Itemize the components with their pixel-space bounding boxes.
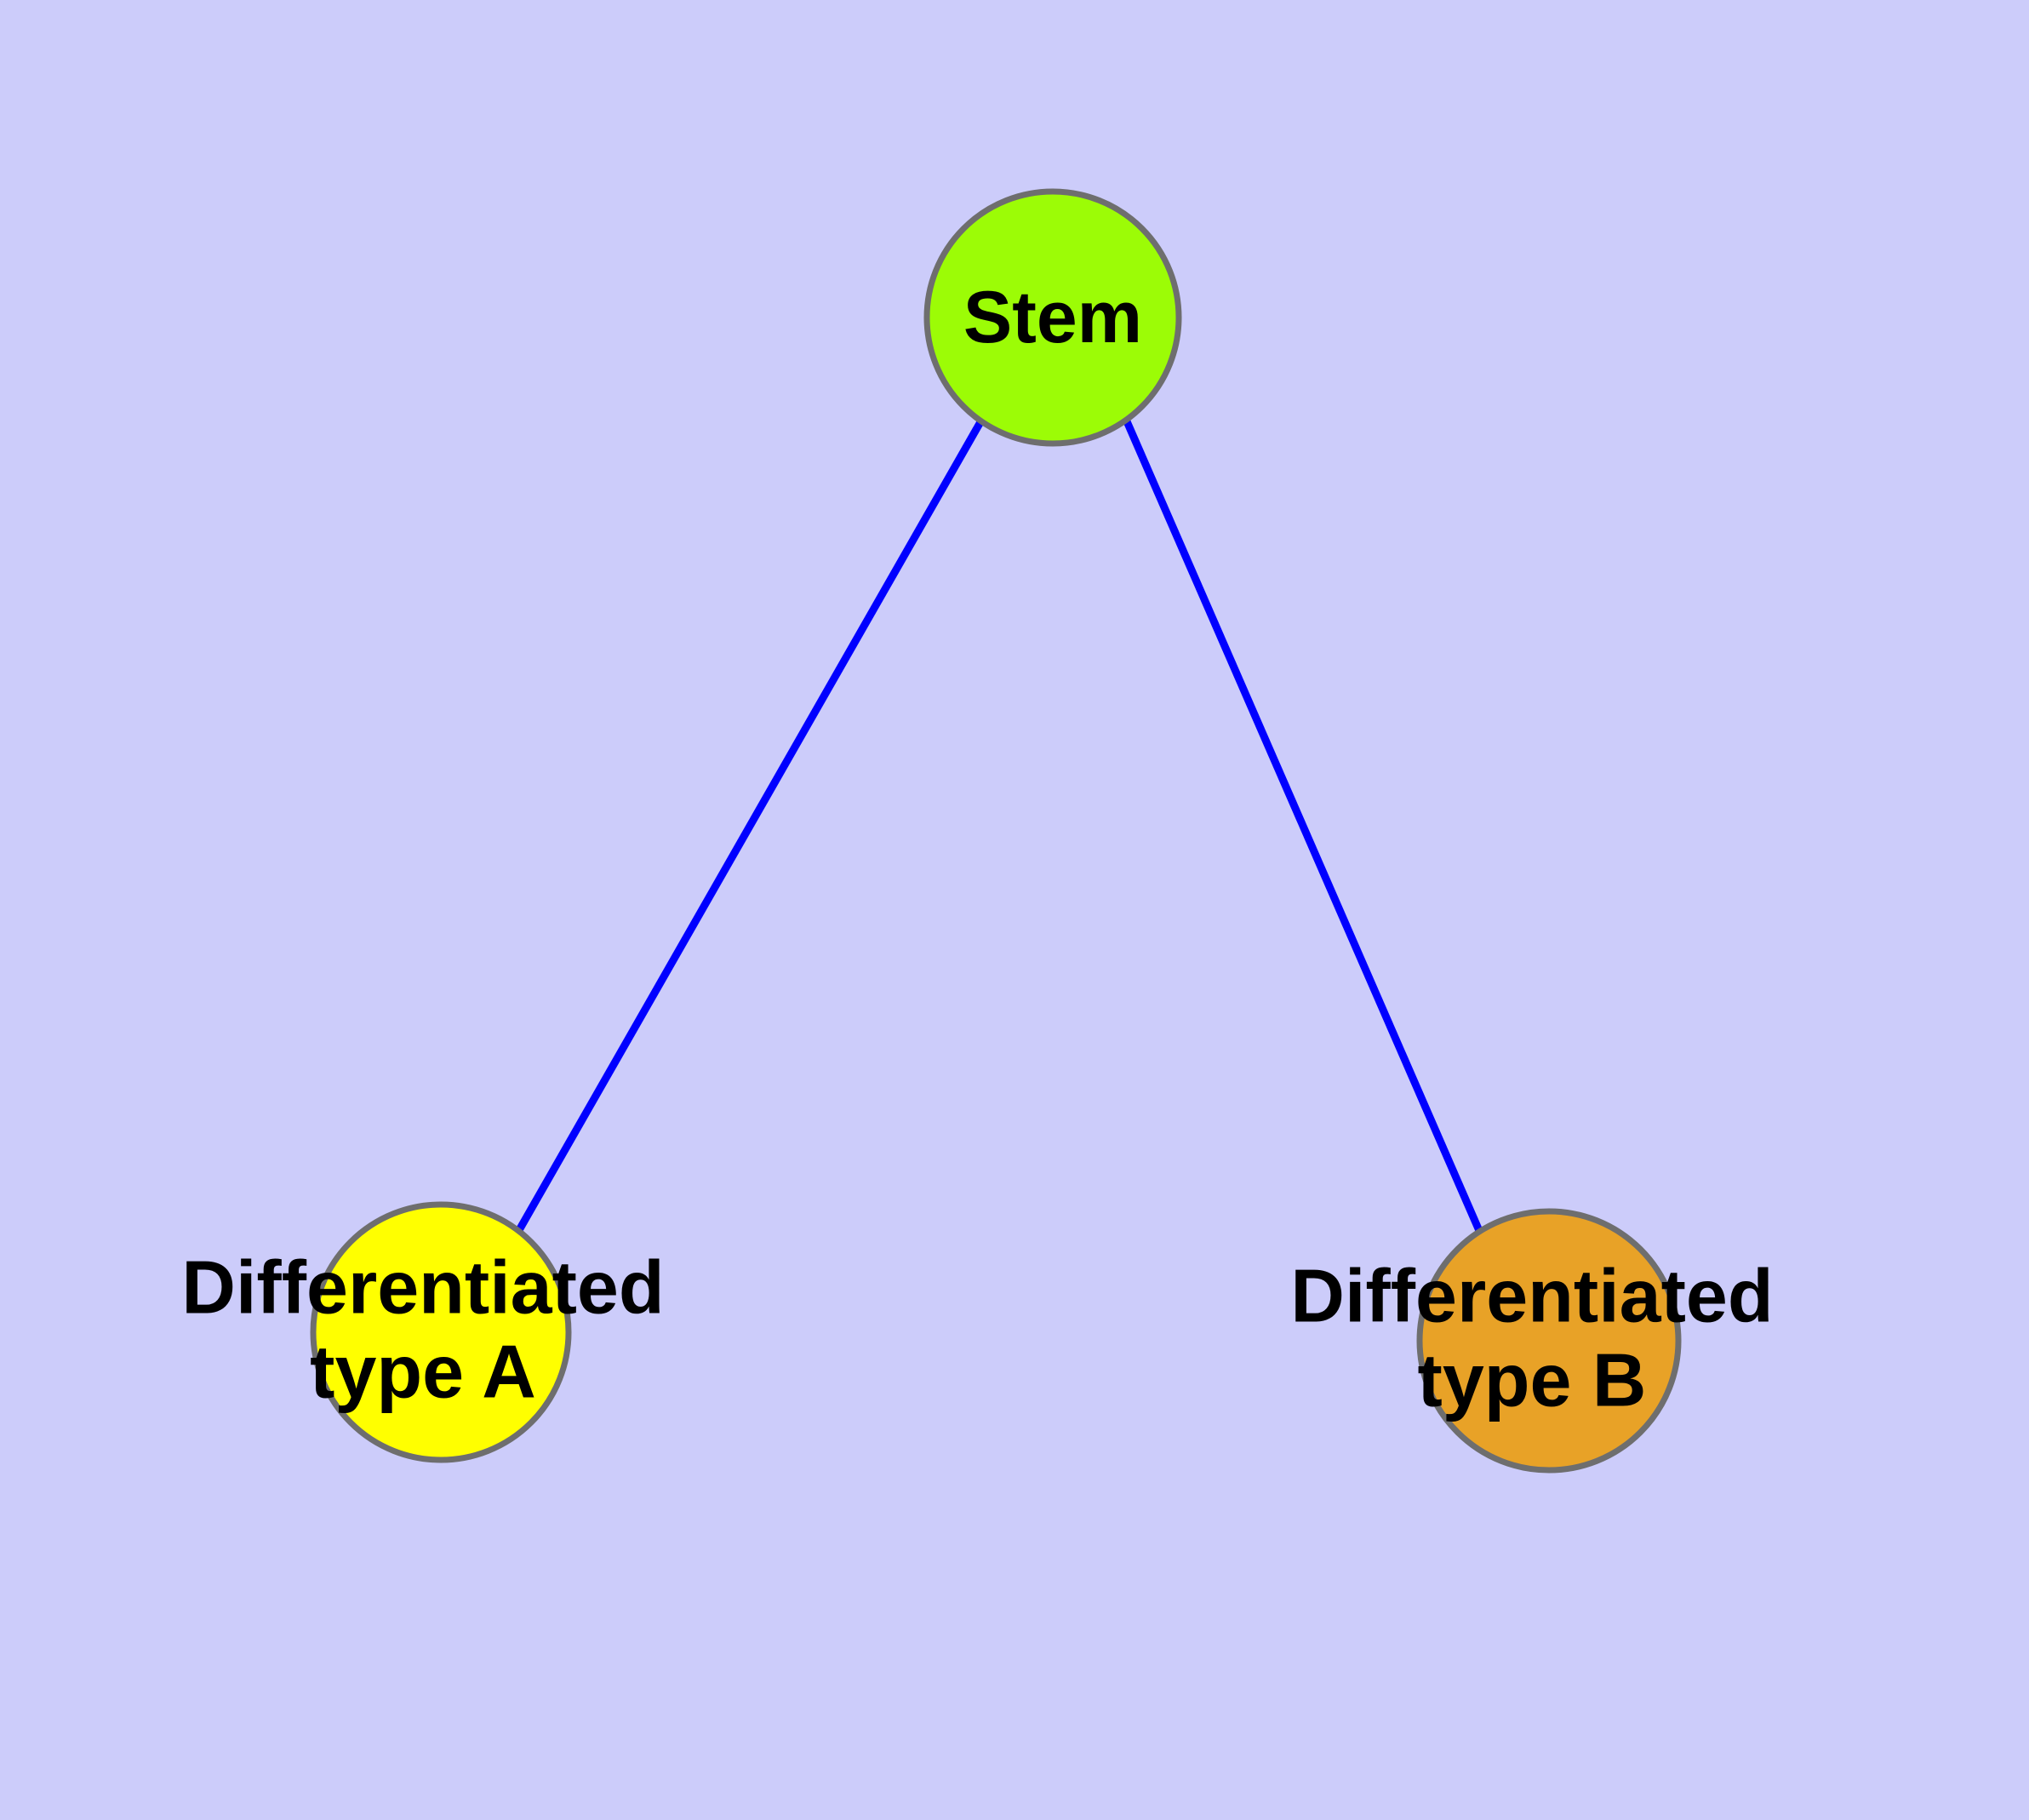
edge-layer [516, 418, 1484, 1234]
edge-stem-to-type-a[interactable] [516, 418, 985, 1233]
node-differentiated-type-a[interactable] [310, 1201, 572, 1463]
edge-stem-to-type-b[interactable] [1123, 420, 1484, 1234]
node-layer [310, 188, 1682, 1474]
node-differentiated-type-b[interactable] [1416, 1208, 1682, 1474]
node-stem[interactable] [923, 188, 1182, 447]
